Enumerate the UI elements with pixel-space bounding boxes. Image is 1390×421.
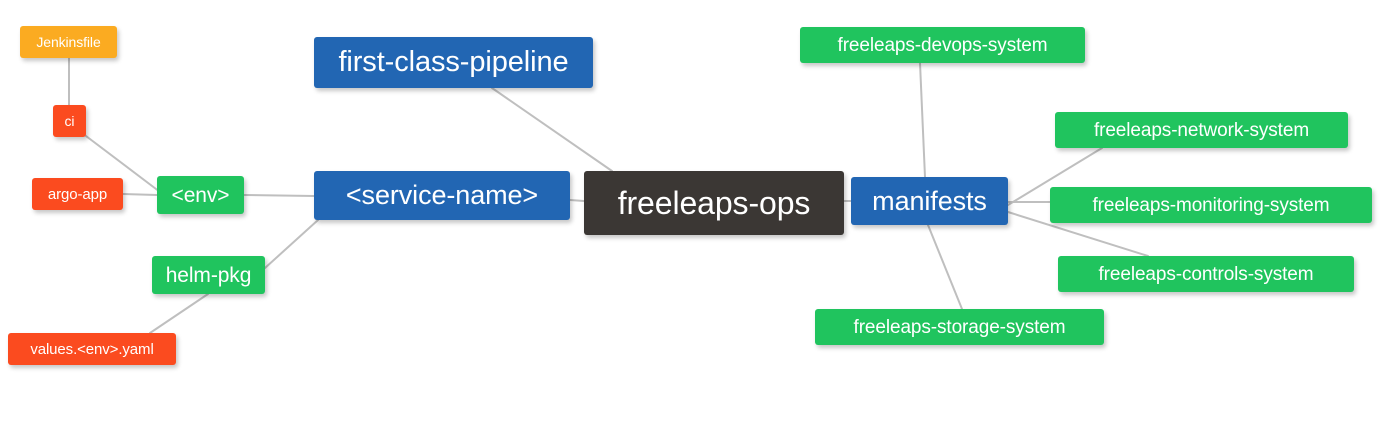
node-first-class-pipeline[interactable]: first-class-pipeline — [314, 37, 593, 88]
node-manifests[interactable]: manifests — [851, 177, 1008, 225]
node-jenkinsfile[interactable]: Jenkinsfile — [20, 26, 117, 58]
node-service-name[interactable]: <service-name> — [314, 171, 570, 220]
edge-manifests-to-freeleaps-network-system — [1007, 147, 1103, 206]
edge-manifests-to-freeleaps-storage-system — [927, 224, 963, 310]
edge-service-name-to-freeleaps-ops — [569, 199, 585, 202]
edge-ci-to-env — [81, 132, 161, 193]
node-argo-app[interactable]: argo-app — [32, 178, 123, 210]
edge-env-to-service-name — [243, 194, 315, 197]
node-freeleaps-devops-system[interactable]: freeleaps-devops-system — [800, 27, 1085, 63]
edge-manifests-to-freeleaps-controls-system — [1007, 211, 1149, 257]
node-ci[interactable]: ci — [53, 105, 86, 137]
node-freeleaps-controls-system[interactable]: freeleaps-controls-system — [1058, 256, 1354, 292]
node-values-env-yaml[interactable]: values.<env>.yaml — [8, 333, 176, 365]
node-env[interactable]: <env> — [157, 176, 244, 214]
node-freeleaps-monitoring-system[interactable]: freeleaps-monitoring-system — [1050, 187, 1372, 223]
node-freeleaps-storage-system[interactable]: freeleaps-storage-system — [815, 309, 1104, 345]
edge-first-class-pipeline-to-freeleaps-ops — [491, 87, 613, 172]
node-freeleaps-ops[interactable]: freeleaps-ops — [584, 171, 844, 235]
node-freeleaps-network-system[interactable]: freeleaps-network-system — [1055, 112, 1348, 148]
edge-manifests-to-freeleaps-devops-system — [919, 62, 926, 178]
node-helm-pkg[interactable]: helm-pkg — [152, 256, 265, 294]
edge-argo-app-to-env — [122, 193, 158, 196]
edge-helm-pkg-to-values-env-yaml — [149, 293, 209, 334]
edge-service-name-to-helm-pkg — [264, 219, 319, 269]
